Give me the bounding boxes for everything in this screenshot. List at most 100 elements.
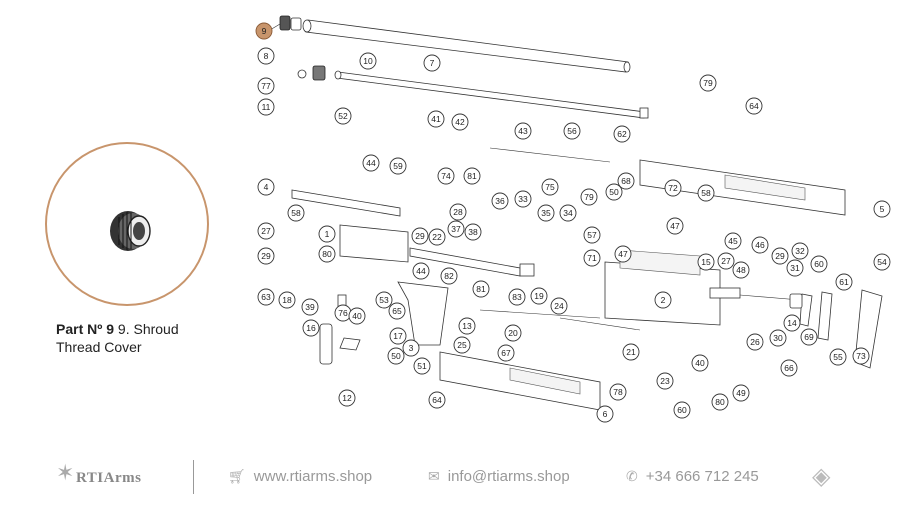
callout-50[interactable]: 50 (387, 347, 405, 365)
website-link[interactable]: 🛒︎www.rtiarms.shop (228, 468, 373, 485)
callout-23[interactable]: 23 (656, 372, 674, 390)
callout-44[interactable]: 44 (412, 262, 430, 280)
callout-52[interactable]: 52 (334, 107, 352, 125)
callout-51[interactable]: 51 (413, 357, 431, 375)
callout-31[interactable]: 31 (786, 259, 804, 277)
callout-24[interactable]: 24 (550, 297, 568, 315)
callout-29[interactable]: 29 (257, 247, 275, 265)
callout-57[interactable]: 57 (583, 226, 601, 244)
callout-60[interactable]: 60 (810, 255, 828, 273)
callout-82[interactable]: 82 (440, 267, 458, 285)
callout-32[interactable]: 32 (791, 242, 809, 260)
callout-35[interactable]: 35 (537, 204, 555, 222)
callout-label: 47 (618, 249, 628, 259)
callout-20[interactable]: 20 (504, 324, 522, 342)
callout-38[interactable]: 38 (464, 223, 482, 241)
callout-68[interactable]: 68 (617, 172, 635, 190)
callout-17[interactable]: 17 (389, 327, 407, 345)
email-link[interactable]: ✉info@rtiarms.shop (428, 468, 570, 485)
callout-46[interactable]: 46 (751, 236, 769, 254)
callout-67[interactable]: 67 (497, 344, 515, 362)
callout-63[interactable]: 63 (257, 288, 275, 306)
callout-61[interactable]: 61 (835, 273, 853, 291)
callout-5[interactable]: 5 (873, 200, 891, 218)
callout-2[interactable]: 2 (654, 291, 672, 309)
callout-79[interactable]: 79 (699, 74, 717, 92)
callout-45[interactable]: 45 (724, 232, 742, 250)
callout-58[interactable]: 58 (287, 204, 305, 222)
callout-3[interactable]: 3 (402, 339, 420, 357)
callout-56[interactable]: 56 (563, 122, 581, 140)
callout-4[interactable]: 4 (257, 178, 275, 196)
callout-34[interactable]: 34 (559, 204, 577, 222)
callout-76[interactable]: 76 (334, 304, 352, 322)
callout-83[interactable]: 83 (508, 288, 526, 306)
callout-81[interactable]: 81 (463, 167, 481, 185)
callout-19[interactable]: 19 (530, 287, 548, 305)
callout-15[interactable]: 15 (697, 253, 715, 271)
callout-21[interactable]: 21 (622, 343, 640, 361)
callout-75[interactable]: 75 (541, 178, 559, 196)
callout-27[interactable]: 27 (717, 252, 735, 270)
callout-66[interactable]: 66 (780, 359, 798, 377)
callout-53[interactable]: 53 (375, 291, 393, 309)
callout-14[interactable]: 14 (783, 314, 801, 332)
callout-71[interactable]: 71 (583, 249, 601, 267)
callout-49[interactable]: 49 (732, 384, 750, 402)
callout-80[interactable]: 80 (711, 393, 729, 411)
callout-62[interactable]: 62 (613, 125, 631, 143)
callout-64[interactable]: 64 (745, 97, 763, 115)
callout-26[interactable]: 26 (746, 333, 764, 351)
callout-54[interactable]: 54 (873, 253, 891, 271)
callout-12[interactable]: 12 (338, 389, 356, 407)
callout-1[interactable]: 1 (318, 225, 336, 243)
callout-59[interactable]: 59 (389, 157, 407, 175)
callout-9[interactable]: 9 (255, 22, 273, 40)
callout-60[interactable]: 60 (673, 401, 691, 419)
callout-8[interactable]: 8 (257, 47, 275, 65)
callout-11[interactable]: 11 (257, 98, 275, 116)
callout-28[interactable]: 28 (449, 203, 467, 221)
callout-80[interactable]: 80 (318, 245, 336, 263)
callout-37[interactable]: 37 (447, 220, 465, 238)
callout-44[interactable]: 44 (362, 154, 380, 172)
callout-72[interactable]: 72 (664, 179, 682, 197)
callout-29[interactable]: 29 (411, 227, 429, 245)
brand-logo[interactable]: RTIArms (76, 470, 142, 486)
callout-42[interactable]: 42 (451, 113, 469, 131)
callout-79[interactable]: 79 (580, 188, 598, 206)
callout-64[interactable]: 64 (428, 391, 446, 409)
phone-link[interactable]: ✆+34 666 712 245 (626, 468, 759, 485)
callout-81[interactable]: 81 (472, 280, 490, 298)
callout-10[interactable]: 10 (359, 52, 377, 70)
callout-39[interactable]: 39 (301, 298, 319, 316)
callout-78[interactable]: 78 (609, 383, 627, 401)
callout-6[interactable]: 6 (596, 405, 614, 423)
callout-58[interactable]: 58 (697, 184, 715, 202)
callout-73[interactable]: 73 (852, 347, 870, 365)
callout-77[interactable]: 77 (257, 77, 275, 95)
callout-7[interactable]: 7 (423, 54, 441, 72)
callout-55[interactable]: 55 (829, 348, 847, 366)
callout-40[interactable]: 40 (348, 307, 366, 325)
callout-40[interactable]: 40 (691, 354, 709, 372)
callout-36[interactable]: 36 (491, 192, 509, 210)
callout-47[interactable]: 47 (614, 245, 632, 263)
callout-29[interactable]: 29 (771, 247, 789, 265)
callout-30[interactable]: 30 (769, 329, 787, 347)
callout-50[interactable]: 50 (605, 183, 623, 201)
callout-33[interactable]: 33 (514, 190, 532, 208)
callout-16[interactable]: 16 (302, 319, 320, 337)
callout-65[interactable]: 65 (388, 302, 406, 320)
callout-74[interactable]: 74 (437, 167, 455, 185)
callout-48[interactable]: 48 (732, 261, 750, 279)
callout-43[interactable]: 43 (514, 122, 532, 140)
callout-27[interactable]: 27 (257, 222, 275, 240)
callout-69[interactable]: 69 (800, 328, 818, 346)
callout-25[interactable]: 25 (453, 336, 471, 354)
callout-47[interactable]: 47 (666, 217, 684, 235)
callout-13[interactable]: 13 (458, 317, 476, 335)
callout-22[interactable]: 22 (428, 228, 446, 246)
callout-18[interactable]: 18 (278, 291, 296, 309)
callout-41[interactable]: 41 (427, 110, 445, 128)
